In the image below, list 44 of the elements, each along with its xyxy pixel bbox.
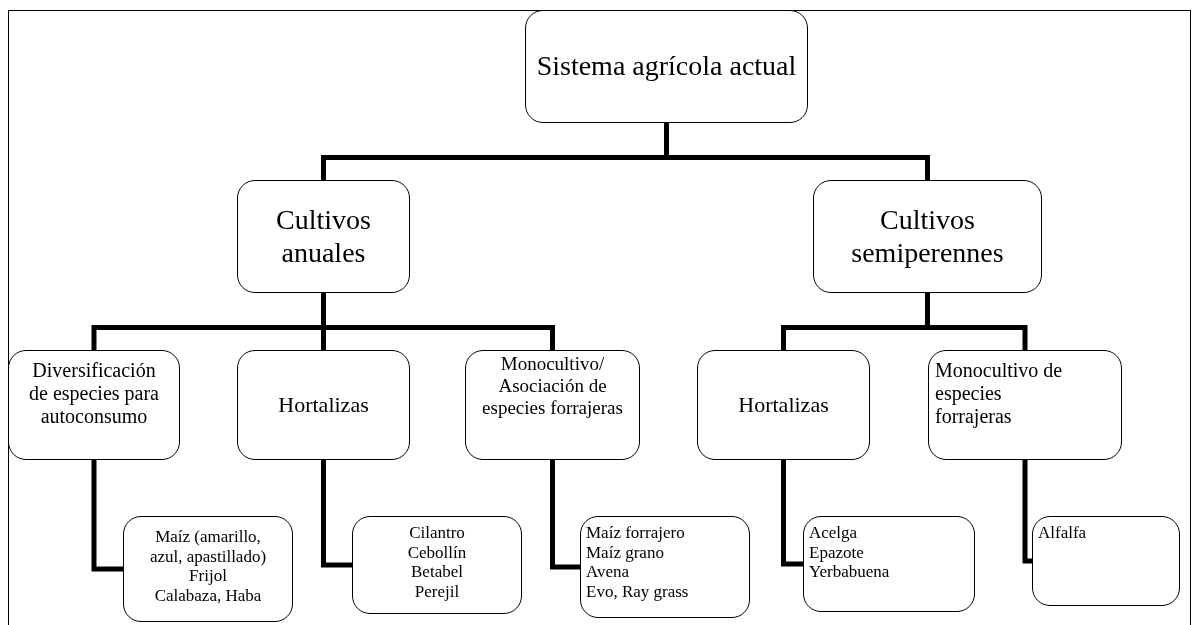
connector-line xyxy=(321,460,352,568)
box-text: Maíz (amarillo, azul, apastillado) xyxy=(148,527,268,567)
rounded-box xyxy=(1032,516,1180,606)
box-text: Diversificación de especies para autoconsumo xyxy=(28,359,160,428)
box-text: Cultivos semiperennes xyxy=(850,204,1005,269)
box-text: Hortalizas xyxy=(277,392,370,418)
box-text: Alfalfa xyxy=(1038,523,1088,543)
rounded-box xyxy=(8,350,180,460)
rounded-box xyxy=(465,350,640,460)
box-text: Epazote xyxy=(809,542,865,563)
rounded-box xyxy=(697,350,870,460)
box-text: Cilantro xyxy=(408,523,466,543)
connector-line xyxy=(91,460,123,572)
box-text: Betabel xyxy=(410,562,464,582)
connector-line xyxy=(321,293,555,350)
box-text: Evo, Ray grass xyxy=(586,581,690,602)
rounded-box xyxy=(803,516,975,612)
rounded-box xyxy=(237,180,410,293)
connector-line xyxy=(925,293,1028,350)
box-text: Perejil xyxy=(413,581,461,602)
rounded-box xyxy=(123,516,293,622)
box-text: Yerbabuena xyxy=(809,562,891,582)
connector-line xyxy=(1022,460,1032,564)
connector-line xyxy=(664,123,930,180)
box-text: Hortalizas xyxy=(737,392,830,418)
box-text: Frijol xyxy=(188,566,228,586)
rounded-box xyxy=(237,350,410,460)
rounded-box xyxy=(813,180,1042,293)
rounded-box xyxy=(928,350,1122,460)
box-text: Acelga xyxy=(809,523,859,543)
box-text: Cebollín xyxy=(406,542,468,563)
rounded-box xyxy=(352,516,522,614)
box-text: Sistema agrícola actual xyxy=(536,50,797,83)
box-text: Maíz forrajero xyxy=(586,523,686,543)
box-text: Calabaza, Haba xyxy=(153,585,263,606)
rounded-box xyxy=(580,516,750,618)
box-text: Maíz grano xyxy=(586,542,665,563)
rounded-box xyxy=(525,10,808,123)
box-text: Monocultivo de especies forrajeras xyxy=(935,359,1064,428)
box-text: Monocultivo/ Asociación de especies forrajeras xyxy=(481,353,624,419)
connector-line xyxy=(781,460,803,567)
box-text: Avena xyxy=(586,562,631,582)
connector-line xyxy=(550,460,580,570)
box-text: Cultivos anuales xyxy=(275,204,372,269)
